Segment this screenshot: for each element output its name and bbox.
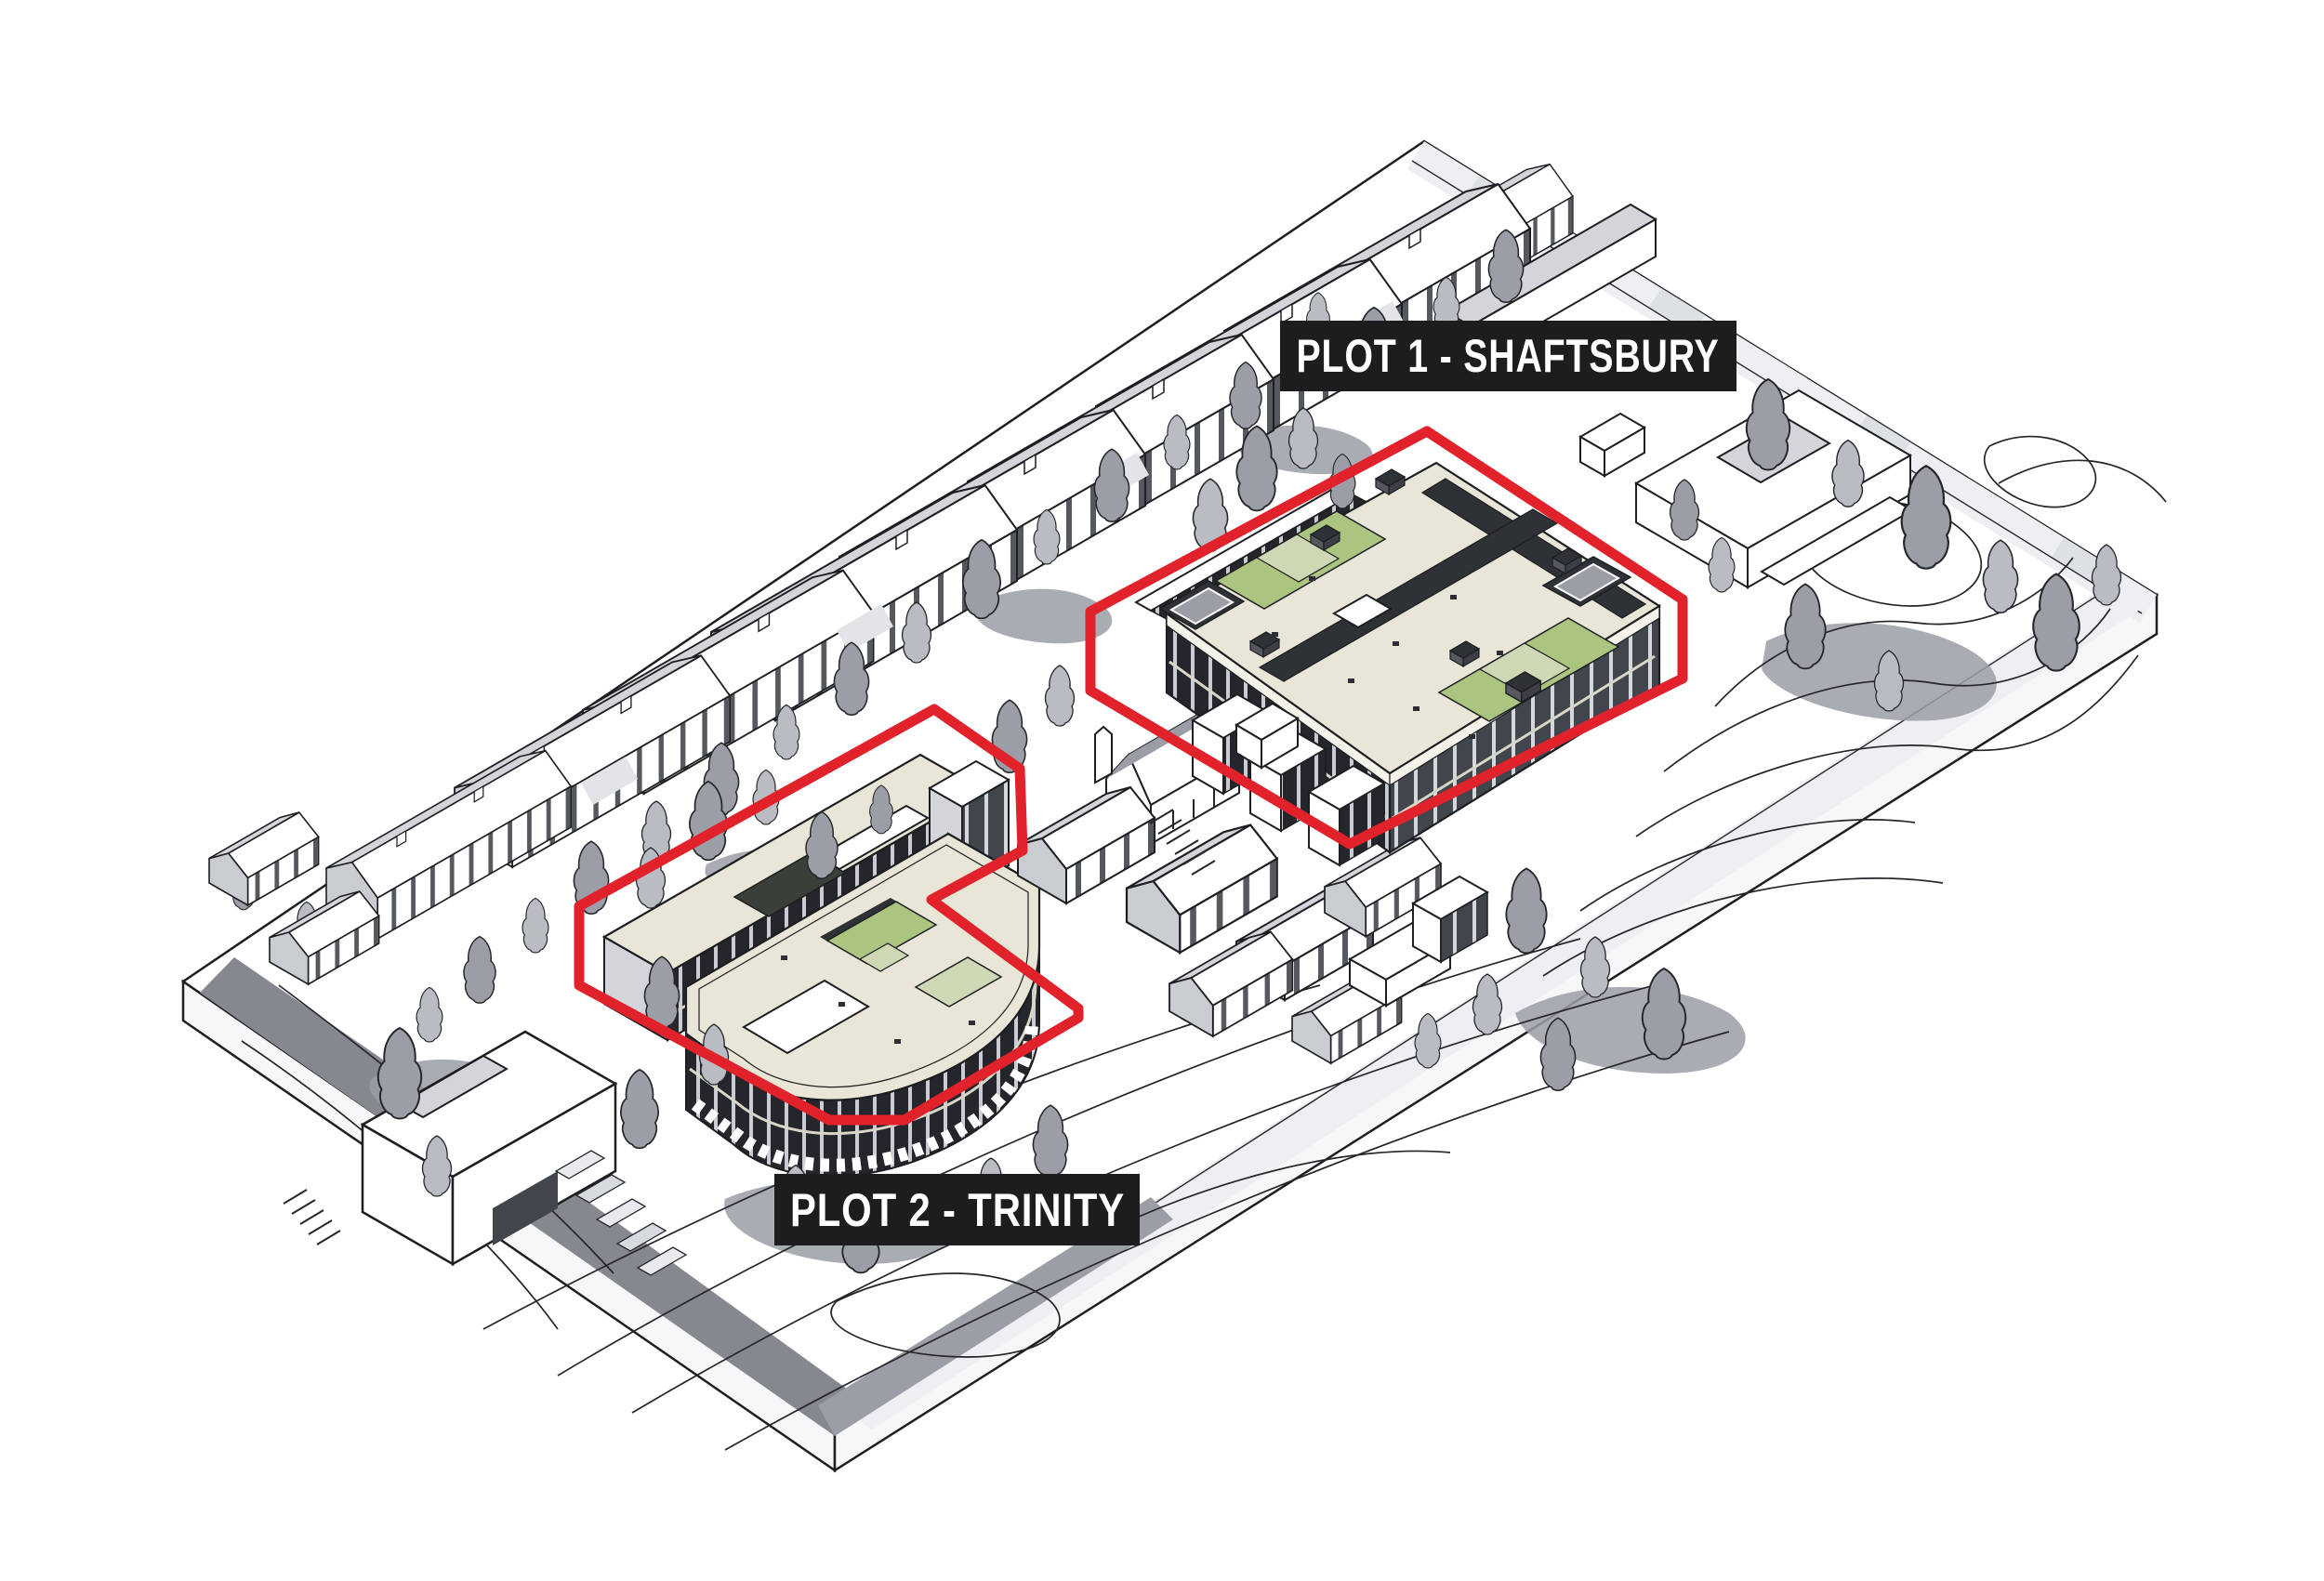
steps-path-southwest <box>554 1150 688 1276</box>
context-warehouse-southwest <box>360 1030 618 1267</box>
steps-hatch-southwest <box>283 1189 341 1245</box>
plot1-roof-opening-east <box>1541 556 1632 607</box>
plot2-label: PLOT 2 - TRINITY <box>774 1174 1140 1245</box>
plot1-label-text: PLOT 1 - SHAFTSBURY <box>1297 330 1720 382</box>
plot2-boundary-outline <box>574 704 1084 1126</box>
context-small-blocks-north <box>1578 412 1646 478</box>
plot2-courtyard-small <box>914 956 1003 1008</box>
plot2-label-box <box>774 1174 1140 1245</box>
plot1-label: PLOT 1 - SHAFTSBURY <box>1280 321 1736 391</box>
plot2-courtyard-green <box>825 901 938 965</box>
plot2-arcade <box>691 1020 1038 1172</box>
plot1-label-box <box>1280 321 1736 391</box>
steps-hatch-centre <box>1149 809 1216 876</box>
plot1-solar-spine <box>1258 508 1559 682</box>
plot1-boundary-outline <box>1085 426 1688 850</box>
plot1-roof-opening-west <box>1158 580 1246 630</box>
plot2-roof-terrace <box>742 979 870 1055</box>
plot2-label-text: PLOT 2 - TRINITY <box>790 1184 1125 1236</box>
